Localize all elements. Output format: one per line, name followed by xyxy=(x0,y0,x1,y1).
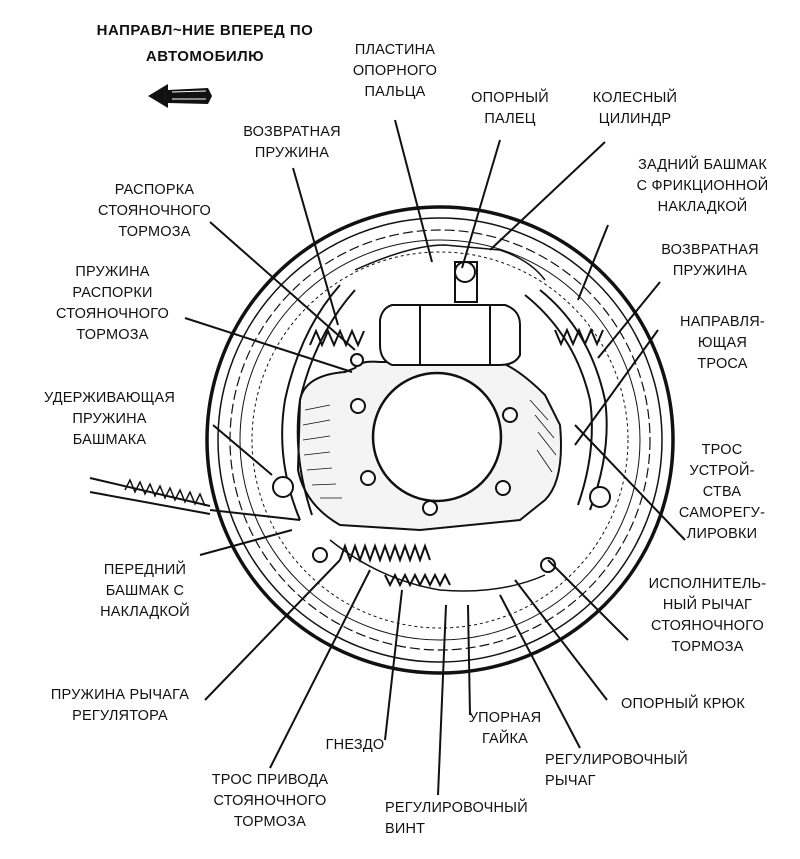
label-line: СТОЯНОЧНОГО xyxy=(213,793,327,809)
label-regulirovochnyi-vint: РЕГУЛИРОВОЧНЫЙ ВИНТ xyxy=(385,798,560,840)
label-line: ИСПОЛНИТЕЛЬ- xyxy=(648,576,767,592)
label-line: ОПОРНЫЙ КРЮК xyxy=(620,696,746,712)
label-line: НАКЛАДКОЙ xyxy=(100,604,190,620)
label-upornaya-gaika: УПОРНАЯ ГАЙКА xyxy=(450,708,560,750)
label-line: ЮЩАЯ xyxy=(697,335,748,351)
label-line: ТОРМОЗА xyxy=(233,814,307,830)
label-line: ЛИРОВКИ xyxy=(686,526,758,542)
label-line: ПЕРЕДНИЙ xyxy=(103,562,187,578)
label-pruzhina-rasporki: ПРУЖИНА РАСПОРКИ СТОЯНОЧНОГО ТОРМОЗА xyxy=(40,262,185,346)
label-tros-privoda: ТРОС ПРИВОДА СТОЯНОЧНОГО ТОРМОЗА xyxy=(195,770,345,833)
label-kolesnyi-cilindr: КОЛЕСНЫЙ ЦИЛИНДР xyxy=(575,88,695,130)
label-line: ТОРМОЗА xyxy=(76,327,149,343)
label-opornyi-kryuk: ОПОРНЫЙ КРЮК xyxy=(598,694,768,715)
label-line: ВОЗВРАТНАЯ xyxy=(661,242,759,258)
label-line: РАСПОРКИ xyxy=(72,285,153,301)
label-line: ПЛАСТИНА xyxy=(354,42,436,58)
brake-drum xyxy=(205,205,675,675)
label-vozvratnaya-pruzhina-1: ВОЗВРАТНАЯ ПРУЖИНА xyxy=(232,122,352,164)
label-line: НАКЛАДКОЙ xyxy=(657,199,748,215)
label-gnezdo: ГНЕЗДО xyxy=(310,735,400,756)
label-ispolnitelnyi-rychag: ИСПОЛНИТЕЛЬ- НЫЙ РЫЧАГ СТОЯНОЧНОГО ТОРМО… xyxy=(625,574,790,658)
label-line: ОПОРНОГО xyxy=(352,63,438,79)
parking-cable xyxy=(89,477,301,521)
leader-lines xyxy=(184,119,686,796)
label-line: ПАЛЕЦ xyxy=(484,111,536,127)
label-line: УСТРОЙ- xyxy=(689,463,755,479)
label-line: ТОРМОЗА xyxy=(118,224,191,240)
arrow-left-icon xyxy=(148,84,212,108)
label-line: ЦИЛИНДР xyxy=(598,111,672,127)
direction-heading: НАПРАВЛ~НИЕ ВПЕРЕД ПО АВТОМОБИЛЮ xyxy=(60,18,350,70)
label-line: БАШМАКА xyxy=(72,432,147,448)
label-perednii-bashmak: ПЕРЕДНИЙ БАШМАК С НАКЛАДКОЙ xyxy=(85,560,205,623)
label-line: ПАЛЬЦА xyxy=(364,84,426,100)
label-opornyi-palets: ОПОРНЫЙ ПАЛЕЦ xyxy=(460,88,560,130)
label-line: КОЛЕСНЫЙ xyxy=(592,90,678,106)
label-line: ТОРМОЗА xyxy=(671,639,744,655)
label-line: ОПОРНЫЙ xyxy=(471,90,549,106)
label-uderzhivayushchaya: УДЕРЖИВАЮЩАЯ ПРУЖИНА БАШМАКА xyxy=(22,388,197,451)
label-pruzhina-rychaga: ПРУЖИНА РЫЧАГА РЕГУЛЯТОРА xyxy=(30,685,210,727)
label-line: ЗАДНИЙ БАШМАК xyxy=(637,157,768,173)
axle-flange xyxy=(296,360,562,532)
label-line: СТОЯНОЧНОГО xyxy=(651,618,764,634)
label-line: ПРУЖИНА xyxy=(672,263,748,279)
label-line: ТРОС ПРИВОДА xyxy=(211,772,329,788)
label-plastina: ПЛАСТИНА ОПОРНОГО ПАЛЬЦА xyxy=(335,40,455,103)
label-line: СТВА xyxy=(702,484,742,500)
label-line: ГНЕЗДО xyxy=(325,737,385,753)
label-line: ГАЙКА xyxy=(481,731,529,747)
label-line: ПРУЖИНА xyxy=(72,411,147,427)
label-line: РЕГУЛИРОВОЧНЫЙ xyxy=(385,800,528,816)
fasteners xyxy=(272,353,611,573)
heading-line-2: АВТОМОБИЛЮ xyxy=(145,48,265,65)
label-line: ПРУЖИНА xyxy=(254,145,330,161)
heading-line-1: НАПРАВЛ~НИЕ ВПЕРЕД ПО xyxy=(96,22,314,39)
label-line: РАСПОРКА xyxy=(114,182,195,198)
label-line: СТОЯНОЧНОГО xyxy=(98,203,211,219)
label-line: ТРОС xyxy=(701,442,743,458)
label-regulirovochnyi-rychag: РЕГУЛИРОВОЧНЫЙ РЫЧАГ xyxy=(545,750,720,792)
label-tros-samoregulirovki: ТРОС УСТРОЙ- СТВА САМОРЕГУ- ЛИРОВКИ xyxy=(662,440,782,545)
label-line: ПРУЖИНА xyxy=(75,264,150,280)
label-line: НАПРАВЛЯ- xyxy=(680,314,765,330)
label-line: РЕГУЛЯТОРА xyxy=(72,708,168,724)
wheel-cylinder xyxy=(379,261,521,366)
label-line: ТРОСА xyxy=(697,356,748,372)
label-line: НЫЙ РЫЧАГ xyxy=(662,597,753,613)
label-line: С ФРИКЦИОННОЙ xyxy=(636,178,769,194)
label-vozvratnaya-pruzhina-2: ВОЗВРАТНАЯ ПРУЖИНА xyxy=(645,240,775,282)
springs xyxy=(309,327,604,588)
label-line: ВИНТ xyxy=(385,821,426,837)
label-line: УДЕРЖИВАЮЩАЯ xyxy=(43,390,176,406)
label-line: СТОЯНОЧНОГО xyxy=(56,306,169,322)
label-line: БАШМАК С xyxy=(105,583,185,599)
label-line: РЕГУЛИРОВОЧНЫЙ xyxy=(545,752,688,768)
label-napravlyayushchaya: НАПРАВЛЯ- ЮЩАЯ ТРОСА xyxy=(665,312,780,375)
label-line: САМОРЕГУ- xyxy=(678,505,766,521)
label-zadnii-bashmak: ЗАДНИЙ БАШМАК С ФРИКЦИОННОЙ НАКЛАДКОЙ xyxy=(620,155,785,218)
label-line: УПОРНАЯ xyxy=(468,710,542,726)
label-line: РЫЧАГ xyxy=(545,773,596,789)
label-line: ПРУЖИНА РЫЧАГА xyxy=(50,687,190,703)
label-rasporka: РАСПОРКА СТОЯНОЧНОГО ТОРМОЗА xyxy=(82,180,227,243)
label-line: ВОЗВРАТНАЯ xyxy=(243,124,341,140)
